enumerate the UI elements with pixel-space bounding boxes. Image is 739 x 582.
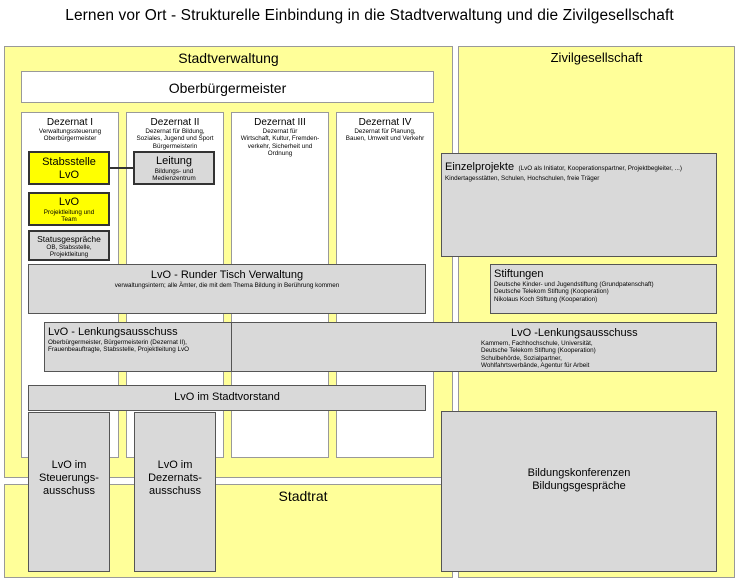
dezernatsausschuss-line1: LvO im (157, 459, 193, 471)
dezernat-2-desc-1: Dezernat für Bildung, (145, 128, 205, 135)
bildungskonferenzen-line1: Bildungskonferenzen (527, 467, 631, 479)
stadtvorstand-label: LvO im Stadtvorstand (174, 391, 280, 403)
stadtvorstand-box: LvO im Stadtvorstand (28, 385, 426, 411)
steuerungsausschuss-text: LvO im Steuerungs- ausschuss (29, 459, 109, 498)
dezernat-3-desc-3: verkehr, Sicherheit und (247, 142, 313, 150)
steuerungsausschuss-line1: LvO im (51, 459, 87, 471)
stabsstelle-line2: LvO (58, 169, 80, 181)
stiftungen-box: Stiftungen Deutsche Kinder- und Jugendst… (490, 264, 717, 314)
lenkungsausschuss-verwaltung-box: LvO - Lenkungsausschuss Oberbürgermeiste… (44, 322, 232, 372)
steuerungsausschuss-box: LvO im Steuerungs- ausschuss (28, 412, 110, 572)
dezernatsausschuss-line2: Dezernats- (148, 472, 202, 484)
stabsstelle-box: Stabsstelle LvO (28, 151, 110, 185)
lenkungsausschuss-zivil-content: LvO -Lenkungsausschuss Kammern, Fachhoch… (481, 327, 711, 369)
dezernatsausschuss-text: LvO im Dezernats- ausschuss (135, 459, 215, 498)
dezernatsausschuss-box: LvO im Dezernats- ausschuss (134, 412, 216, 572)
dezernat-4-name: Dezernat IV (358, 117, 412, 128)
statusgespraeche-desc-1: OB, Stabsstelle, (46, 244, 92, 251)
leitung-title: Leitung (155, 155, 193, 167)
statusgespraeche-title: Statusgespräche (37, 234, 101, 244)
stiftungen-desc-3: Nikolaus Koch Stiftung (Kooperation) (494, 295, 598, 303)
leitung-box: Leitung Bildungs- und Medienzentrum (133, 151, 215, 185)
dezernat-2-name: Dezernat II (150, 117, 200, 128)
einzelprojekte-box: Einzelprojekte (LvO als Initiator, Koope… (441, 153, 717, 257)
lenkungsausschuss-zivil-desc-3: Schulbehörde, Sozialpartner, (481, 354, 562, 362)
dezernat-2-desc-3: Bürgermeisterin (152, 142, 198, 150)
stabsstelle-line1: Stabsstelle (42, 156, 96, 168)
lenkungsausschuss-verwaltung-desc-2: Frauenbeauftragte, Stabsstelle, Projektl… (48, 346, 190, 354)
oberbuergermeister-box: Oberbürgermeister (21, 71, 434, 103)
statusgespraeche-box: Statusgespräche OB, Stabsstelle, Projekt… (28, 230, 110, 261)
lenkungsausschuss-verwaltung-title: LvO - Lenkungsausschuss (48, 326, 178, 338)
dezernatsausschuss-line3: ausschuss (149, 485, 201, 497)
lenkungsausschuss-zivil-desc-1: Kammern, Fachhochschule, Universität, (481, 340, 593, 347)
lenkungsausschuss-zivil-desc-2: Deutsche Telekom Stiftung (Kooperation) (481, 347, 596, 355)
lenkungsausschuss-zivil-box: LvO -Lenkungsausschuss Kammern, Fachhoch… (230, 322, 717, 372)
dezernat-4-desc-1: Dezernat für Planung, (354, 128, 416, 135)
dezernat-1-desc-1: Verwaltungssteuerung (38, 128, 102, 135)
stadtverwaltung-label: Stadtverwaltung (178, 50, 279, 66)
bildungskonferenzen-line2: Bildungsgespräche (532, 480, 626, 492)
lenkungsausschuss-verwaltung-content: LvO - Lenkungsausschuss Oberbürgermeiste… (45, 323, 231, 354)
bildungskonferenzen-text: Bildungskonferenzen Bildungsgespräche (442, 467, 716, 493)
zivilgesellschaft-label: Zivilgesellschaft (550, 50, 643, 65)
einzelprojekte-title-note: (LvO als Initiator, Kooperationspartner,… (518, 165, 683, 172)
einzelprojekte-header: Einzelprojekte (LvO als Initiator, Koope… (445, 157, 716, 175)
stiftungen-desc-2: Deutsche Telekom Stiftung (Kooperation) (494, 288, 609, 296)
diagram-title: Lernen vor Ort - Strukturelle Einbindung… (65, 7, 674, 24)
dezernat-3-desc-4: Ordnung (267, 149, 293, 157)
lenkungsausschuss-verwaltung-desc-1: Oberbürgermeister, Bürgermeisterin (Deze… (48, 339, 187, 346)
dezernat-3-desc-1: Dezernat für (262, 128, 298, 135)
dezernat-1-name: Dezernat I (46, 117, 94, 128)
dezernat-2-desc-2: Soziales, Jugend und Sport (136, 135, 214, 143)
einzelprojekte-desc: Kindertagesstätten, Schulen, Hochschulen… (445, 175, 600, 182)
steuerungsausschuss-line3: ausschuss (43, 485, 95, 497)
runder-tisch-desc: verwaltungsintern; alle Ämter, die mit d… (114, 282, 340, 289)
statusgespraeche-desc-2: Projektleitung (49, 251, 89, 259)
lvo-team-title: LvO (58, 196, 80, 208)
bildungskonferenzen-box: Bildungskonferenzen Bildungsgespräche (441, 411, 717, 572)
lvo-team-desc-1: Projektleitung und (43, 209, 95, 216)
stiftungen-title: Stiftungen (494, 268, 544, 280)
steuerungsausschuss-line2: Steuerungs- (39, 472, 99, 484)
stadtrat-label: Stadtrat (278, 488, 328, 504)
stiftungen-content: Stiftungen Deutsche Kinder- und Jugendst… (491, 265, 716, 303)
leitung-desc-1: Bildungs- und (154, 168, 194, 175)
lvo-team-box: LvO Projektleitung und Team (28, 192, 110, 226)
dezernat-3-desc-2: Wirtschaft, Kultur, Fremden- (240, 135, 320, 143)
dezernat-3-name: Dezernat III (254, 117, 306, 128)
stiftungen-desc-1: Deutsche Kinder- und Jugendstiftung (Gru… (494, 281, 654, 288)
leitung-desc-2: Medienzentrum (152, 175, 196, 183)
dezernat-4-desc-2: Bauen, Umwelt und Verkehr (345, 135, 425, 143)
einzelprojekte-title: Einzelprojekte (445, 161, 515, 173)
lvo-team-desc-2: Team (61, 216, 77, 224)
runder-tisch-title: LvO - Runder Tisch Verwaltung (150, 269, 304, 281)
stabsstelle-leitung-connector (109, 167, 134, 169)
einzelprojekte-content: Einzelprojekte (LvO als Initiator, Koope… (442, 154, 716, 182)
dezernat-1-desc-2: Oberbürgermeister (43, 135, 97, 143)
oberbuergermeister-label: Oberbürgermeister (168, 80, 287, 96)
lenkungsausschuss-zivil-title: LvO -Lenkungsausschuss (511, 327, 638, 339)
lenkungsausschuss-zivil-desc-4: Wohlfahrtsverbände, Agentur für Arbeit (481, 361, 590, 369)
runder-tisch-box: LvO - Runder Tisch Verwaltung verwaltung… (28, 264, 426, 314)
